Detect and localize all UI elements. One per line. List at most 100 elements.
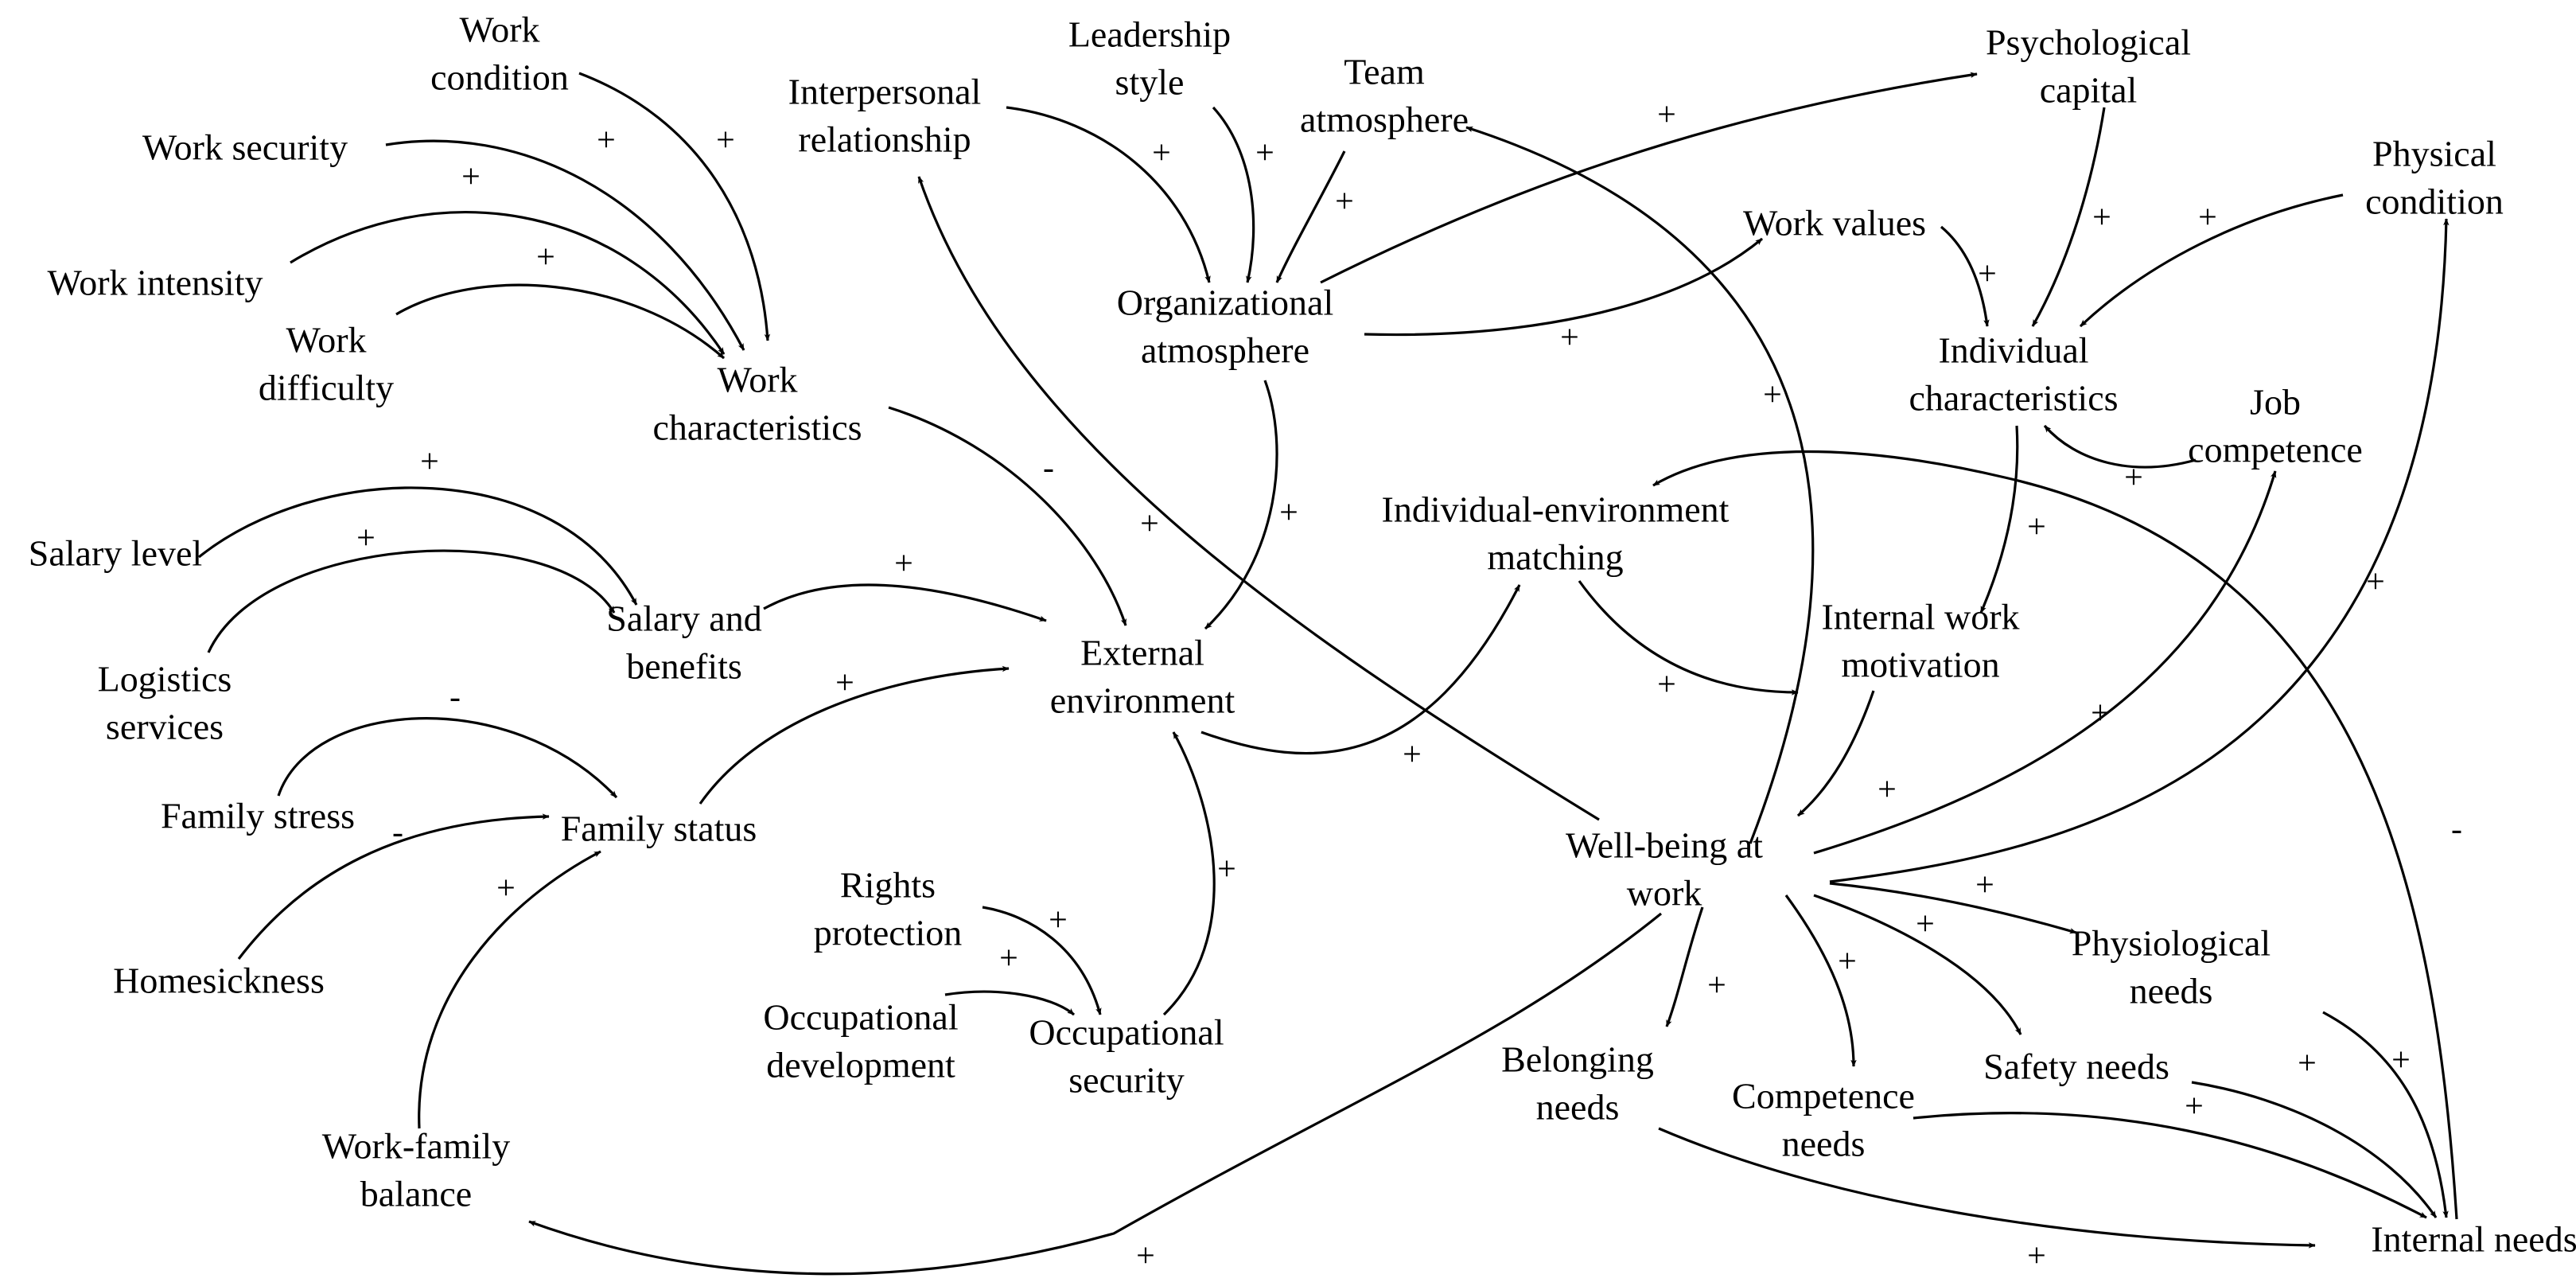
- node-salary-level: Salary level: [29, 533, 202, 574]
- node-label-line: Team: [1344, 52, 1425, 92]
- polarity-org-wv: +: [1560, 320, 1579, 357]
- edges-layer: [198, 72, 2458, 1276]
- polarity-wb-belong: +: [1707, 968, 1726, 1004]
- edge-ls-sb: [207, 549, 616, 653]
- node-label-line: Well-being at: [1566, 825, 1763, 866]
- node-label-line: Belonging: [1501, 1039, 1654, 1080]
- node-label-line: Safety needs: [1983, 1046, 2169, 1087]
- edge-rp-os: [982, 906, 1102, 1015]
- edge-ext-iem: [1200, 584, 1521, 755]
- edge-wcond-wchar: [578, 72, 771, 341]
- polarity-fstress-fs: -: [449, 680, 461, 716]
- node-label-line: condition: [430, 57, 569, 98]
- edge-fs-ext: [698, 665, 1010, 805]
- node-label-line: Work: [286, 320, 366, 360]
- edge-wint-wchar: [290, 211, 726, 355]
- edge-wb-comp: [1784, 894, 1857, 1067]
- node-label-line: Work intensity: [48, 263, 263, 303]
- polarity-ls-sb: +: [356, 520, 376, 557]
- node-label-line: Internal work: [1821, 597, 2019, 637]
- polarity-wb-team: +: [1763, 377, 1782, 414]
- node-label-line: Individual: [1938, 330, 2088, 371]
- node-label-line: Individual-environment: [1382, 489, 1730, 530]
- node-safety-needs: Safety needs: [1983, 1046, 2169, 1087]
- edge-lead-org: [1212, 106, 1255, 283]
- node-label-line: Work: [459, 10, 539, 50]
- polarity-wb-comp: +: [1838, 944, 1857, 980]
- polarity-physio-in: +: [2391, 1042, 2411, 1079]
- polarity-wcond-wchar: +: [716, 123, 735, 159]
- polarity-org-psy: +: [1657, 97, 1676, 134]
- node-belonging-needs: Belonging needs: [1501, 1039, 1654, 1128]
- polarity-sb-ext: +: [894, 546, 913, 583]
- polarity-wb-safety: +: [1916, 906, 1935, 943]
- edge-jc-ic: [2043, 424, 2197, 469]
- node-label-line: Work values: [1743, 203, 1926, 244]
- edge-belong-in: [1658, 1127, 2316, 1249]
- edge-wb-ir: [917, 176, 1600, 821]
- polarity-rp-os: +: [1049, 902, 1068, 939]
- node-label-line: Family status: [561, 809, 757, 849]
- node-internal-work-motivation: Internal work motivation: [1821, 597, 2019, 685]
- node-label-line: benefits: [626, 646, 742, 687]
- edge-org-ext: [1204, 380, 1278, 630]
- node-work-condition: Work condition: [430, 10, 569, 98]
- edge-sl-sb: [198, 486, 638, 606]
- node-label-line: characteristics: [1909, 378, 2118, 419]
- edge-ic-iwm: [1979, 425, 2019, 614]
- node-label-line: Psychological: [1986, 22, 2191, 63]
- edge-iwm-wb: [1796, 690, 1875, 817]
- polarity-wint-wchar: +: [461, 159, 481, 196]
- edge-iem-iwm: [1578, 580, 1799, 696]
- polarity-psy-ic: +: [2092, 200, 2111, 236]
- polarity-wb-physio: +: [1975, 867, 1994, 904]
- node-label-line: environment: [1050, 680, 1235, 721]
- edge-sb-ext: [763, 583, 1047, 622]
- node-label-line: Physiological: [2072, 923, 2271, 964]
- node-label-line: Internal needs: [2371, 1219, 2576, 1260]
- node-label-line: External: [1080, 633, 1204, 673]
- edge-wdiff-wchar: [395, 283, 726, 360]
- polarity-wb-jc: +: [2091, 696, 2110, 732]
- edge-od-os: [944, 990, 1076, 1016]
- edge-wsec-wchar: [385, 139, 745, 351]
- node-label-line: Logistics: [98, 659, 232, 700]
- polarity-phys-ic: +: [2198, 200, 2217, 236]
- node-work-values: Work values: [1743, 203, 1926, 244]
- edge-phys-ic: [2079, 193, 2344, 328]
- polarity-belong-in: +: [2027, 1238, 2046, 1275]
- edge-wfb-fs: [418, 850, 601, 1129]
- polarity-team-org: +: [1335, 184, 1354, 220]
- node-label-line: Organizational: [1117, 283, 1334, 323]
- edge-org-wv: [1364, 237, 1764, 337]
- node-label-line: competence: [2188, 430, 2363, 470]
- node-label-line: Interpersonal: [788, 72, 982, 112]
- node-label-line: Homesickness: [113, 961, 325, 1001]
- polarity-safety-in: +: [2298, 1046, 2317, 1082]
- node-label-line: balance: [360, 1174, 472, 1214]
- node-label-line: motivation: [1841, 645, 1999, 685]
- node-psychological-capital: Psychological capital: [1986, 22, 2191, 111]
- polarity-jc-ic: +: [2124, 460, 2143, 497]
- node-label-line: capital: [2040, 70, 2138, 111]
- edge-org-psy: [1320, 72, 1978, 284]
- edge-wb-team: [1465, 126, 1815, 844]
- node-label-line: Rights: [840, 865, 936, 906]
- node-individual-characteristics: Individual characteristics: [1909, 330, 2118, 419]
- node-label-line: development: [766, 1045, 955, 1085]
- polarity-ic-iwm: +: [2027, 509, 2046, 546]
- node-label-line: needs: [1536, 1087, 1620, 1128]
- node-internal-needs: Internal needs: [2371, 1219, 2576, 1260]
- node-label-line: Occupational: [1029, 1012, 1224, 1053]
